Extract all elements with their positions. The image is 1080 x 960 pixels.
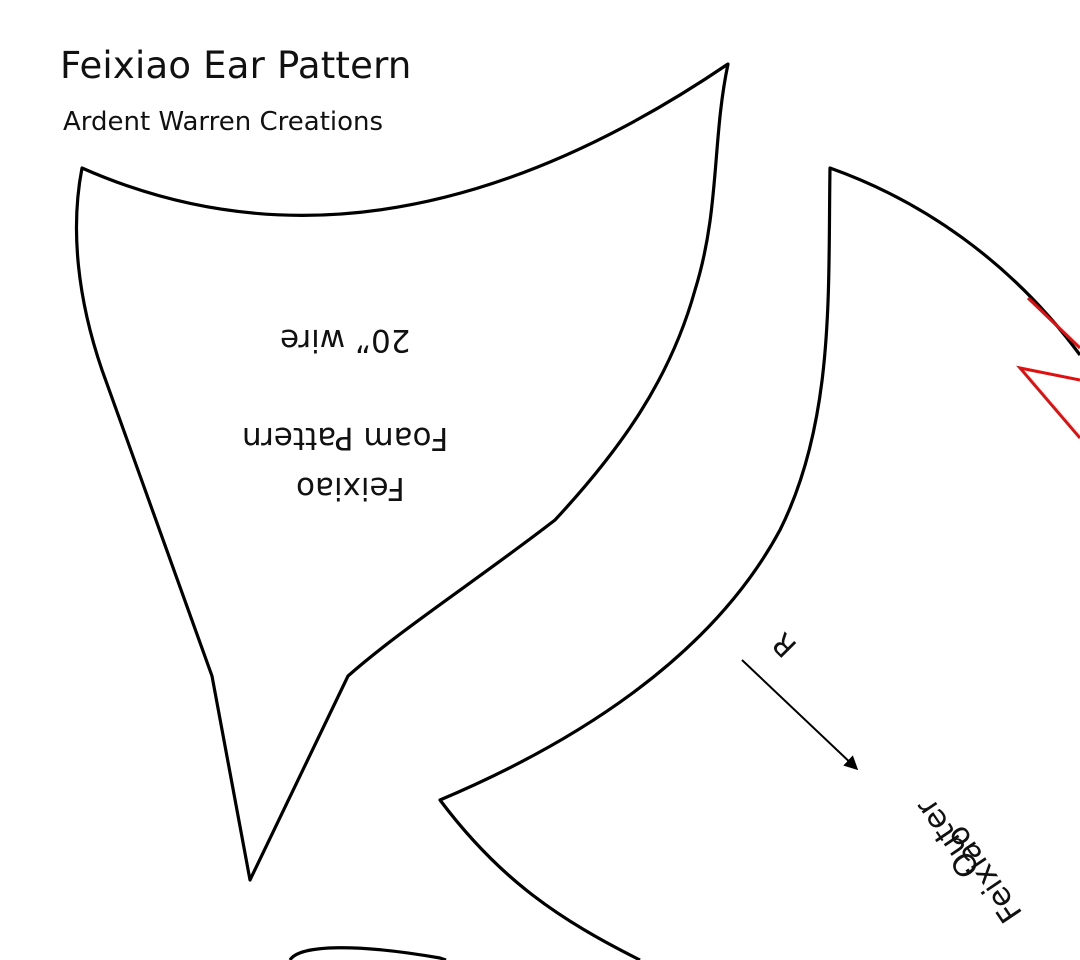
page-subtitle: Ardent Warren Creations [63, 107, 384, 137]
foam-pattern-outline [74, 62, 730, 882]
foam-pattern-label: Foam Pattern [242, 420, 449, 456]
foam-wire-label: 20” wire [280, 322, 411, 358]
page-title: Feixiao Ear Pattern [60, 44, 412, 87]
outer-pattern-outline [438, 166, 1080, 960]
red-accent-line-upper [1026, 296, 1080, 350]
bottom-pattern-outline [288, 946, 447, 960]
red-accent-line-zigzag [1016, 365, 1080, 439]
grain-direction-arrow [741, 659, 859, 771]
foam-piece-name: Feixiao [296, 470, 405, 506]
